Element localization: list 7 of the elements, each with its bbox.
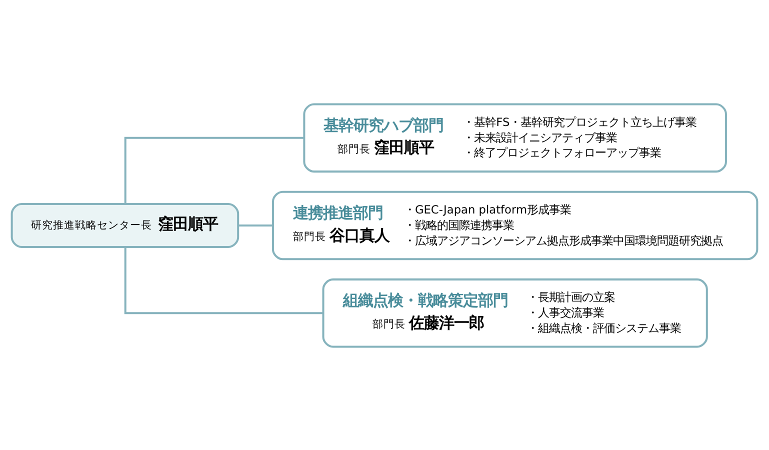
- node-box: 連携推進部門 部門長 谷口真人 ・GEC-Japan platform形成事業 ・戦略的国際連携事業 ・広域アジアコンソーシアム拠点形成事業中国環境問題研究拠点: [272, 190, 758, 260]
- connector: [124, 136, 304, 204]
- node-box: 基幹研究ハブ部門 部門長 窪田順平 ・基幹FS・基幹研究プロジェクト立ち上げ事業 ・未来設計イニシアティブ事業 ・終了プロジェクトフォローアップ事業: [303, 102, 727, 172]
- node-box: 研究推進戦略センター長 窪田順平: [10, 202, 240, 248]
- node-box: 組織点検・戦略策定部門 部門長 佐藤洋一郎 ・長期計画の立案 ・人事交流事業 ・組織点検・評価システム事業: [322, 278, 708, 348]
- connector: [238, 224, 273, 226]
- connector: [124, 246, 324, 314]
